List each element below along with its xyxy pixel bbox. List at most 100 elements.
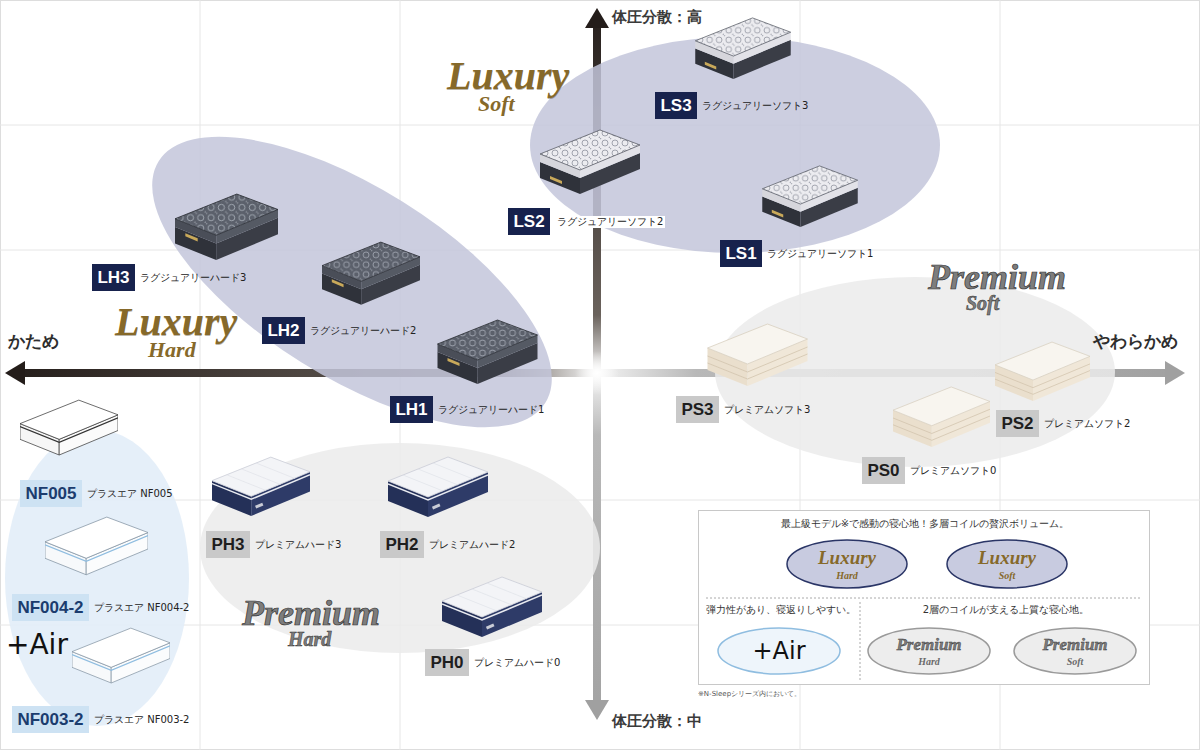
product-badge: LS2ラグジュアリーソフト2 — [508, 208, 550, 235]
product-name: プラスエア NF005 — [87, 488, 173, 500]
group-ellipse — [718, 628, 840, 674]
legend-logo: Hard — [836, 570, 858, 581]
series-logo: Hard — [288, 628, 331, 651]
product-name: ラグジュアリーハード2 — [310, 325, 416, 337]
legend-logo: Luxury — [978, 547, 1036, 569]
legend-logo: Premium — [1042, 635, 1107, 655]
series-group: +AirNF005プラスエア NF005NF004-2プラスエア NF004-2… — [5, 430, 189, 726]
product-name: プレミアムソフト3 — [724, 404, 810, 416]
product-name: ラグジュアリーハード1 — [438, 404, 544, 416]
product-name: プラスエア NF003-2 — [94, 714, 189, 726]
group-ellipse — [5, 430, 189, 726]
group-ellipse — [1014, 628, 1136, 674]
axis-label: 体圧分散：中 — [612, 712, 702, 731]
panel-note: 2層のコイルが支える上質な寝心地。 — [865, 603, 1147, 617]
legend-logo: Soft — [999, 570, 1016, 581]
arrow-head — [585, 8, 609, 28]
product-badge: PS0プレミアムソフト0 — [862, 457, 905, 484]
product-name: ラグジュアリーソフト2 — [555, 216, 665, 228]
legend-ellipse: LuxurySoft — [946, 539, 1068, 589]
axis-label: かため — [8, 330, 59, 353]
product-name: プレミアムソフト0 — [910, 465, 996, 477]
product-badge: LH1ラグジュアリーハード1 — [390, 396, 433, 423]
product-code: PH0 — [430, 654, 463, 671]
series-group: LuxurySoftLS3ラグジュアリーソフト3LS2ラグジュアリーソフト2LS… — [530, 37, 940, 253]
ellipse-outline — [5, 430, 189, 726]
product-code: PS2 — [1001, 415, 1033, 432]
product-name: プレミアムソフト2 — [1044, 418, 1130, 430]
product-name: ラグジュアリーハード3 — [140, 272, 246, 284]
group-ellipse — [715, 277, 1115, 467]
legend-logo: Soft — [1067, 656, 1084, 667]
legend-ellipse: PremiumSoft — [1013, 627, 1137, 675]
group-ellipse — [787, 540, 907, 588]
product-badge: PS2プレミアムソフト2 — [996, 410, 1039, 437]
panel-ground — [698, 510, 1150, 685]
series-logo: Soft — [966, 292, 999, 315]
product-code: LS2 — [513, 213, 544, 230]
product-badge: NF005プラスエア NF005 — [20, 480, 82, 507]
product-badge: LH2ラグジュアリーハード2 — [262, 317, 305, 344]
product-badge: NF004-2プラスエア NF004-2 — [12, 594, 89, 621]
legend-ellipse: LuxuryHard — [786, 539, 908, 589]
footnote: ※N-Sleepシリーズ内において。 — [698, 689, 801, 699]
group-ellipse — [108, 81, 595, 484]
legend-logo: Premium — [896, 635, 961, 655]
product-code: LH1 — [395, 401, 427, 418]
legend-panel: 最上級モデル※で感動の寝心地！多層コイルの贅沢ボリューム。弾力性があり、寝返りし… — [698, 510, 1150, 685]
group-ellipse — [200, 443, 600, 653]
group-ellipse — [530, 37, 940, 253]
product-code: NF004-2 — [17, 599, 83, 616]
product-code: LS3 — [660, 97, 691, 114]
product-badge: LS1ラグジュアリーソフト1 — [720, 240, 762, 267]
product-name: プレミアムハード3 — [255, 539, 341, 551]
panel-divider — [860, 602, 861, 680]
arrow-head — [1165, 361, 1185, 385]
series-logo: Premium — [928, 256, 1066, 298]
product-code: LH2 — [267, 322, 299, 339]
product-name: プラスエア NF004-2 — [94, 602, 189, 614]
legend-ellipse: +Air — [717, 627, 841, 675]
axis-label: やわらかめ — [1093, 330, 1178, 353]
product-badge: LH3ラグジュアリーハード3 — [92, 264, 135, 291]
series-logo: +Air — [6, 628, 68, 661]
panel-note: 弾力性があり、寝返りしやすい。 — [703, 603, 859, 617]
group-ellipse — [947, 540, 1067, 588]
product-name: ラグジュアリーソフト1 — [767, 248, 873, 260]
panel-divider — [706, 598, 1142, 599]
product-badge: PH0プレミアムハード0 — [425, 649, 469, 676]
product-code: LH3 — [97, 269, 129, 286]
product-badge: NF003-2プラスエア NF003-2 — [12, 706, 89, 733]
series-group: LuxuryHardLH3ラグジュアリーハード3LH2ラグジュアリーハード2LH… — [124, 112, 580, 452]
legend-logo: +Air — [752, 637, 805, 665]
legend-logo: Luxury — [818, 547, 876, 569]
ellipse-outline — [715, 277, 1115, 467]
group-ellipse — [868, 628, 990, 674]
panel-note: 最上級モデル※で感動の寝心地！多層コイルの贅沢ボリューム。 — [699, 517, 1151, 531]
product-badge: PH2プレミアムハード2 — [380, 531, 424, 558]
arrow-head — [5, 361, 25, 385]
product-code: PH3 — [211, 536, 244, 553]
product-name: ラグジュアリーソフト3 — [702, 100, 808, 112]
series-logo: Hard — [148, 337, 196, 363]
product-code: LS1 — [725, 245, 756, 262]
product-code: NF005 — [25, 485, 76, 502]
product-badge: PS3プレミアムソフト3 — [676, 396, 719, 423]
product-badge: LS3ラグジュアリーソフト3 — [655, 92, 697, 119]
product-name: プレミアムハード2 — [429, 539, 515, 551]
legend-logo: Hard — [918, 656, 940, 667]
product-code: PS0 — [867, 462, 899, 479]
arrow-head — [585, 700, 609, 720]
product-code: NF003-2 — [17, 711, 83, 728]
legend-ellipse: PremiumHard — [867, 627, 991, 675]
product-code: PS3 — [681, 401, 713, 418]
series-group: PremiumHardPH3プレミアムハード3PH2プレミアムハード2PH0プレ… — [200, 443, 600, 653]
product-badge: PH3プレミアムハード3 — [206, 531, 250, 558]
product-name: プレミアムハード0 — [474, 657, 560, 669]
